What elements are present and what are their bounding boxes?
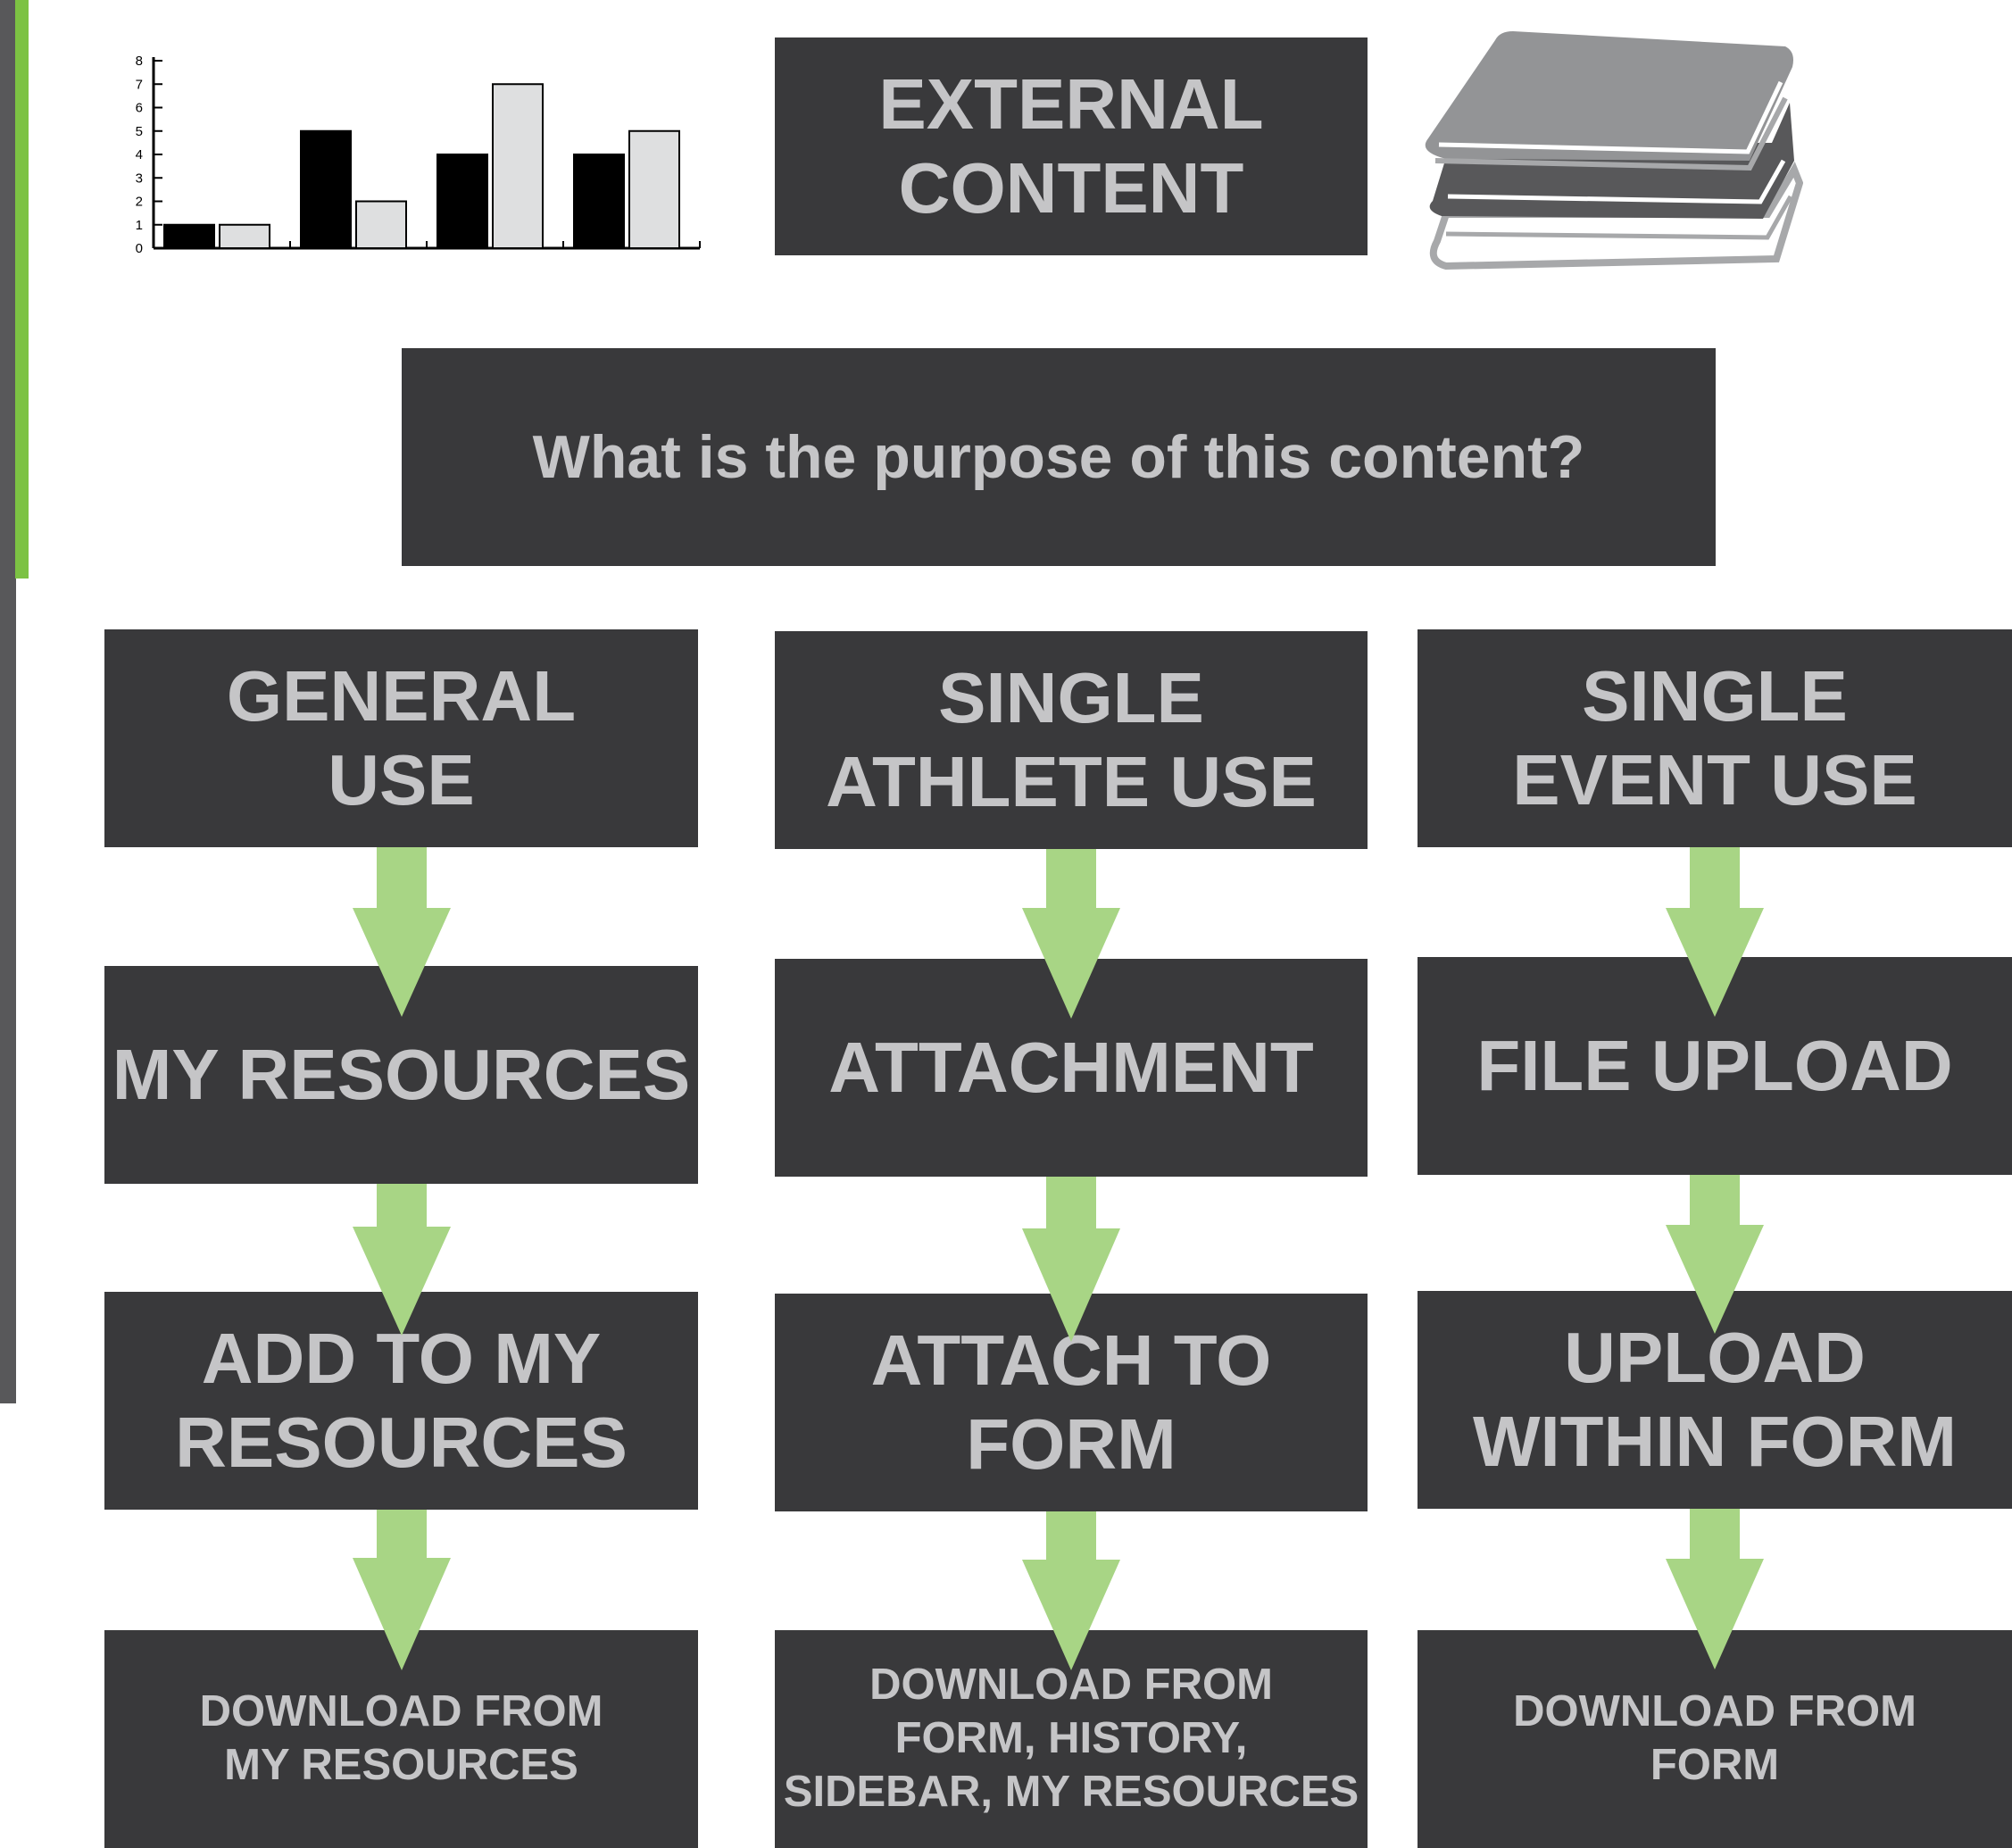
bar-chart-icon: 0 1 2 3 4 5 6 7 8	[136, 54, 701, 256]
chart-y-tick-label: 7	[136, 77, 143, 92]
arrow-down-icon	[353, 1510, 451, 1670]
my-resources-box: MY RESOURCES	[104, 966, 698, 1184]
attach-to-form-box: ATTACH TO FORM	[775, 1294, 1368, 1511]
sidebar-gray-stripe	[0, 0, 16, 1403]
arrow-down-icon	[1666, 1509, 1764, 1669]
purpose-question: What is the purpose of this content?	[402, 348, 1716, 566]
chart-bar	[300, 129, 352, 249]
arrow-down-icon	[1022, 849, 1120, 1019]
book-stack-icon	[1425, 31, 1803, 271]
book-bottom	[1429, 162, 1803, 271]
chart-y-tick-label: 5	[136, 124, 143, 139]
chart-bar	[219, 223, 270, 249]
chart-y-tick-label: 2	[136, 195, 143, 210]
add-to-my-resources-box: ADD TO MY RESOURCES	[104, 1292, 698, 1510]
arrow-down-icon	[353, 847, 451, 1017]
single-athlete-use-box: SINGLE ATHLETE USE	[775, 631, 1368, 849]
chart-y-tick-label: 1	[136, 218, 143, 233]
chart-bar	[492, 83, 544, 249]
single-event-use-box: SINGLE EVENT USE	[1418, 629, 2012, 847]
arrow-down-icon	[1022, 1511, 1120, 1670]
sidebar-green-stripe	[15, 0, 29, 579]
arrow-down-icon	[1666, 1175, 1764, 1334]
chart-y-tick-label: 0	[136, 241, 143, 256]
book-middle	[1429, 103, 1794, 219]
book-top-edge	[1434, 96, 1788, 171]
chart-y-tick-label: 4	[136, 147, 143, 162]
chart-y-tick-label: 8	[136, 54, 143, 69]
book-middle-pages	[1447, 159, 1786, 204]
arrow-down-icon	[353, 1184, 451, 1336]
chart-bar	[628, 129, 680, 249]
chart-bar	[573, 154, 625, 249]
general-use-box: GENERAL USE	[104, 629, 698, 847]
book-top	[1425, 31, 1793, 161]
book-bottom-pages	[1445, 195, 1793, 240]
book-top-pages	[1438, 80, 1783, 154]
arrow-down-icon	[1666, 847, 1764, 1017]
chart-bar	[163, 223, 215, 249]
chart-y-tick-label: 6	[136, 101, 143, 116]
external-content-title: EXTERNAL CONTENT	[775, 37, 1368, 255]
chart-bar	[355, 200, 407, 249]
chart-y-tick-label: 3	[136, 171, 143, 186]
chart-bar	[436, 154, 488, 249]
arrow-down-icon	[1022, 1177, 1120, 1342]
